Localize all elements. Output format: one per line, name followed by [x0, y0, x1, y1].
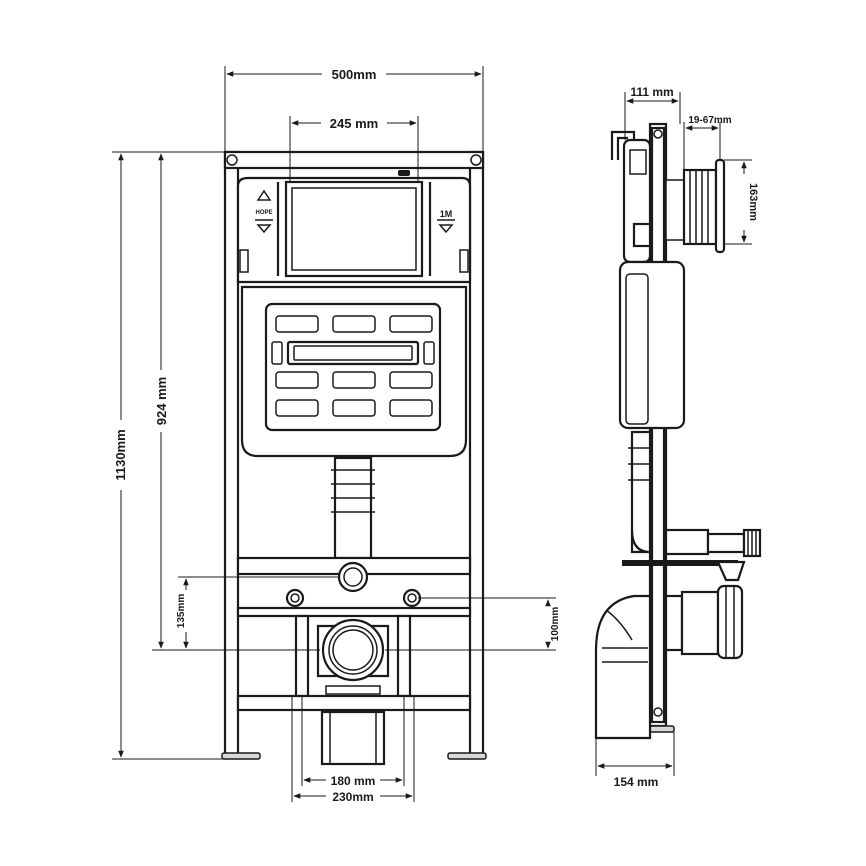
frame-left-post	[223, 150, 240, 760]
side-tank-lower	[618, 260, 686, 430]
dim-19-67mm: 19-67mm	[688, 115, 731, 126]
side-view	[594, 122, 762, 740]
drain-pipe	[320, 710, 386, 766]
dim-154mm: 154 mm	[614, 775, 659, 789]
recycle-icon	[256, 189, 272, 201]
dim-924mm: 924 mm	[154, 377, 169, 425]
dim-230mm: 230mm	[332, 790, 373, 804]
dim-100mm: 100mm	[550, 607, 561, 642]
top-left-bolt	[226, 154, 238, 166]
tank-label-right: 1M	[440, 209, 453, 219]
arrow-down-icon-left	[256, 224, 272, 234]
bolt-right	[402, 588, 422, 608]
front-view: HOPE 1M	[221, 150, 487, 766]
dim-500mm: 500mm	[332, 67, 377, 82]
front-dimensions: 500mm 245 mm 1130mm 924 mm 135mm 100mm	[112, 66, 561, 804]
side-drain-bend	[594, 594, 652, 740]
dim-245mm: 245 mm	[330, 116, 378, 131]
tank-window-inner	[291, 187, 417, 271]
side-dimensions: 111 mm 19-67mm 163mm 154 mm	[595, 85, 759, 789]
dim-180mm: 180 mm	[331, 774, 376, 788]
dim-1130mm: 1130mm	[113, 429, 128, 480]
frame-right-post	[468, 150, 485, 760]
flush-connector	[337, 561, 369, 593]
bolt-left	[285, 588, 305, 608]
dim-163mm: 163mm	[747, 183, 759, 221]
top-clip	[398, 170, 410, 176]
frame-top-bar	[223, 150, 485, 170]
side-flush-pipe	[630, 430, 652, 554]
side-adjust-pipe	[682, 168, 718, 246]
top-right-bolt	[470, 154, 482, 166]
foot-right	[447, 752, 487, 760]
tank-label-left: HOPE	[255, 210, 272, 216]
tank-window	[284, 180, 424, 278]
control-panel	[264, 302, 442, 432]
arrow-down-icon-right	[438, 224, 454, 234]
dim-135mm: 135mm	[176, 594, 187, 629]
dim-111mm: 111 mm	[630, 85, 673, 99]
flush-pipe	[333, 456, 373, 560]
foot-left	[221, 752, 261, 760]
